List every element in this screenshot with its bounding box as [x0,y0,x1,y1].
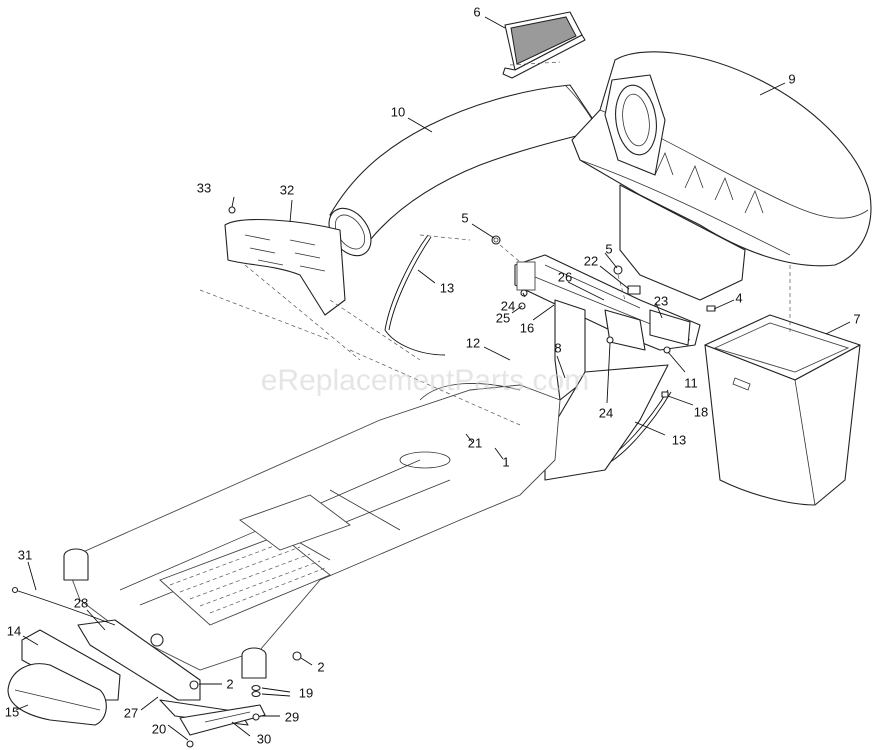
callout-24a[interactable]: 24 [501,298,515,313]
callout-2b[interactable]: 2 [226,676,233,691]
part-31-cable[interactable] [11,586,116,626]
part-10-chute-tube[interactable] [320,84,601,264]
part-18-bolt[interactable] [661,391,669,398]
part-19-washers[interactable] [251,684,261,698]
part-15-bumper[interactable] [7,663,107,726]
callout-7[interactable]: 7 [853,311,860,326]
callout-15[interactable]: 15 [5,704,19,719]
part-16-bracket[interactable] [514,254,701,351]
part-9-hopper-lid[interactable] [571,51,872,301]
part-14-plate[interactable] [21,629,121,701]
callout-32[interactable]: 32 [280,182,294,197]
callout-20[interactable]: 20 [152,721,166,736]
callout-25[interactable]: 25 [496,310,510,325]
part-6-screen[interactable] [502,11,586,79]
callout-28[interactable]: 28 [74,595,88,610]
callout-1[interactable]: 1 [502,454,509,469]
callout-21[interactable]: 21 [468,435,482,450]
part-2-nut-b[interactable] [189,680,199,690]
callout-27[interactable]: 27 [124,705,138,720]
callout-19[interactable]: 19 [299,685,313,700]
callout-5a[interactable]: 5 [461,210,468,225]
callout-24b[interactable]: 24 [599,405,613,420]
callout-labels: 6 9 10 33 32 5 5 22 26 13 24 23 4 7 25 1… [5,4,861,746]
callout-31[interactable]: 31 [18,547,32,562]
leader-lines [15,16,851,741]
callout-11[interactable]: 11 [684,375,698,390]
callout-10[interactable]: 10 [391,104,405,119]
tractor-frame [63,289,561,679]
part-28-bracket[interactable] [77,619,201,701]
part-29-bolt[interactable] [252,713,260,721]
part-24-bolt-b[interactable] [606,336,614,344]
part-11-pin[interactable] [663,346,671,354]
callout-22[interactable]: 22 [584,253,598,268]
callout-2a[interactable]: 2 [317,659,324,674]
callout-14[interactable]: 14 [7,623,21,638]
part-20-bolt[interactable] [186,740,194,748]
callout-8[interactable]: 8 [554,340,561,355]
callout-13a[interactable]: 13 [440,280,454,295]
callout-12[interactable]: 12 [466,335,480,350]
part-8-support[interactable] [554,299,586,401]
part-7-collection-bin[interactable] [704,314,861,506]
part-4-bolt[interactable] [706,305,716,312]
part-2-nut-a[interactable] [292,651,302,661]
callout-5b[interactable]: 5 [605,241,612,256]
callout-6[interactable]: 6 [473,4,480,19]
part-22-clip[interactable] [627,285,641,295]
callout-33[interactable]: 33 [197,180,211,195]
part-32-side-guard[interactable] [224,219,346,316]
callout-23[interactable]: 23 [654,293,668,308]
callout-16[interactable]: 16 [520,320,534,335]
callout-29[interactable]: 29 [285,709,299,724]
watermark-text: eReplacementParts.com [261,364,589,397]
assembly-lines [244,61,791,361]
part-30-hitch-plate[interactable] [179,704,266,736]
callout-30[interactable]: 30 [257,731,271,746]
callout-13b[interactable]: 13 [672,432,686,447]
callout-4[interactable]: 4 [735,290,742,305]
part-33-screw[interactable] [228,206,236,214]
callout-18[interactable]: 18 [694,404,708,419]
part-13-rod-left[interactable] [384,234,446,356]
part-5-knob-b[interactable] [613,265,623,275]
callout-26[interactable]: 26 [558,269,572,284]
callout-9[interactable]: 9 [788,71,795,86]
